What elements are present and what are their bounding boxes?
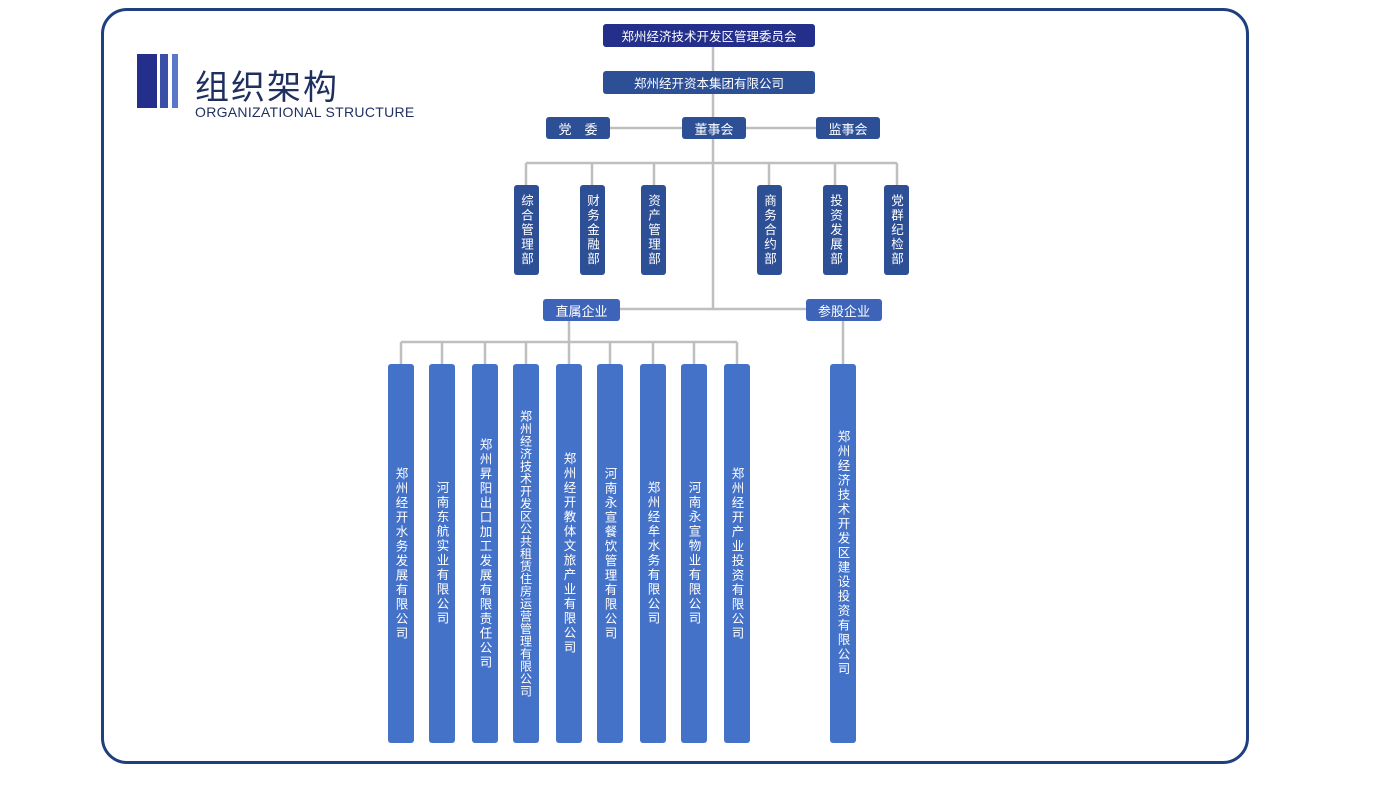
org-dept: 商务合约部: [757, 185, 782, 275]
logo-bar-light: [172, 54, 178, 108]
org-node-board: 董事会: [682, 117, 746, 139]
org-company-shareholding: 郑州经济技术开发区建设投资有限公司: [830, 364, 856, 743]
org-company: 郑州经济技术开发区公共租赁住房运营管理有限公司: [513, 364, 539, 743]
org-node-shareholding: 参股企业: [806, 299, 882, 321]
page-subtitle: ORGANIZATIONAL STRUCTURE: [195, 104, 415, 120]
org-dept: 党群纪检部: [884, 185, 909, 275]
org-company: 河南永宣餐饮管理有限公司: [597, 364, 623, 743]
org-dept: 投资发展部: [823, 185, 848, 275]
org-company: 郑州经开水务发展有限公司: [388, 364, 414, 743]
org-node-party: 党 委: [546, 117, 610, 139]
org-company: 郑州经开产业投资有限公司: [724, 364, 750, 743]
org-company: 郑州经牟水务有限公司: [640, 364, 666, 743]
org-node-supervisors: 监事会: [816, 117, 880, 139]
org-node-top: 郑州经济技术开发区管理委员会: [603, 24, 815, 47]
logo-bar-mid: [160, 54, 168, 108]
org-company: 河南东航实业有限公司: [429, 364, 455, 743]
org-node-direct: 直属企业: [543, 299, 620, 321]
org-company: 河南永宣物业有限公司: [681, 364, 707, 743]
content-frame: [101, 8, 1249, 764]
org-company: 郑州昇阳出口加工发展有限责任公司: [472, 364, 498, 743]
org-node-group: 郑州经开资本集团有限公司: [603, 71, 815, 94]
logo-bar-dark: [137, 54, 157, 108]
page-title: 组织架构: [195, 68, 339, 108]
org-dept: 资产管理部: [641, 185, 666, 275]
org-company: 郑州经开教体文旅产业有限公司: [556, 364, 582, 743]
org-dept: 财务金融部: [580, 185, 605, 275]
org-dept: 综合管理部: [514, 185, 539, 275]
